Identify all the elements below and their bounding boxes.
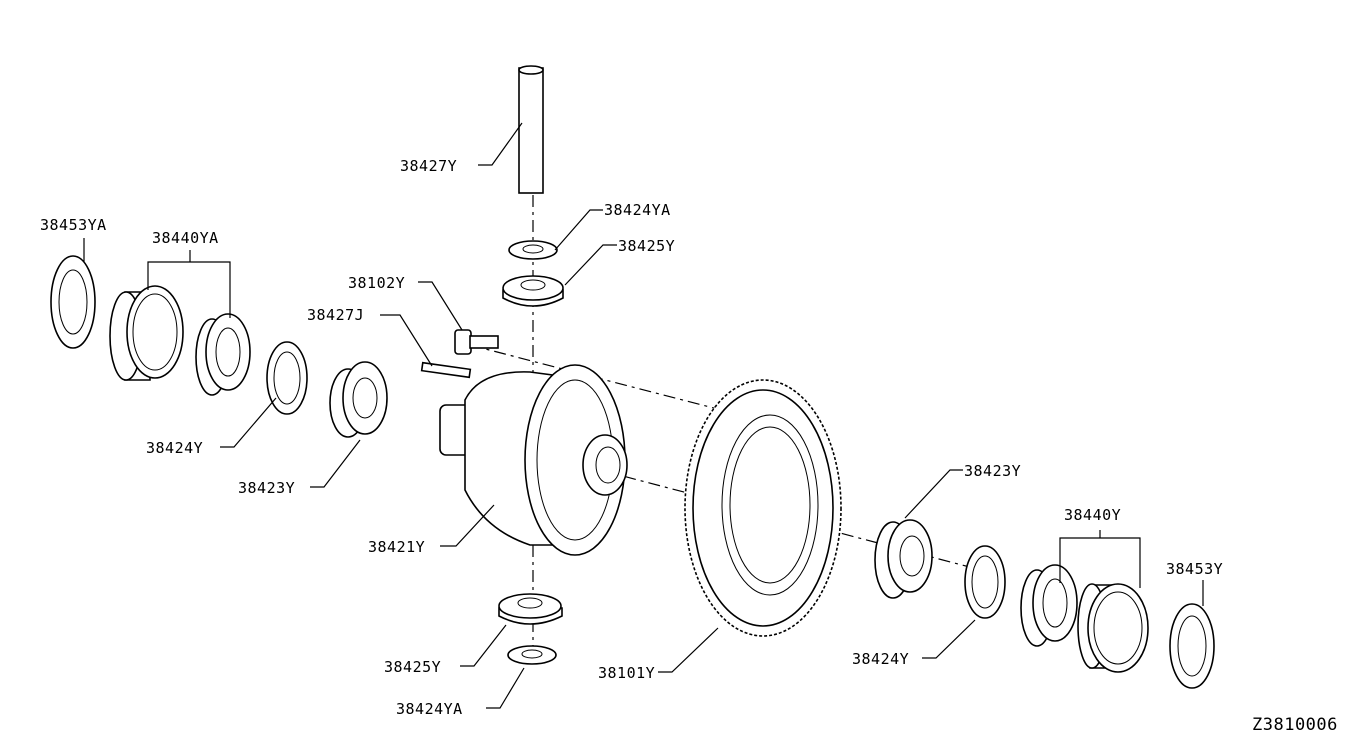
thrust-washer-bottom xyxy=(507,645,557,665)
label-38423Y-left: 38423Y xyxy=(238,479,295,497)
label-38424YA-bottom: 38424YA xyxy=(396,700,463,718)
label-38424Y-left: 38424Y xyxy=(146,439,203,457)
label-38425Y-bottom: 38425Y xyxy=(384,658,441,676)
label-38427Y: 38427Y xyxy=(400,157,457,175)
label-38427J: 38427J xyxy=(307,306,364,324)
label-38423Y-right: 38423Y xyxy=(964,462,1021,480)
bearing-race-left xyxy=(109,285,184,381)
thrust-washer-top xyxy=(508,240,558,260)
label-38101Y: 38101Y xyxy=(598,664,655,682)
lock-pin-38427J xyxy=(420,361,472,379)
label-38424Y-right: 38424Y xyxy=(852,650,909,668)
pinion-shaft-38427Y xyxy=(518,65,544,194)
label-38453YA: 38453YA xyxy=(40,216,107,234)
pinion-gear-bottom xyxy=(498,593,563,625)
ring-gear xyxy=(684,379,842,637)
label-38440YA: 38440YA xyxy=(152,229,219,247)
pinion-gear-top xyxy=(502,275,564,307)
differential-case xyxy=(439,364,628,556)
label-38421Y: 38421Y xyxy=(368,538,425,556)
label-38102Y: 38102Y xyxy=(348,274,405,292)
label-38453Y: 38453Y xyxy=(1166,560,1223,578)
bearing-race-right xyxy=(1077,583,1149,673)
part-labels: 38427Y 38424YA 38425Y 38102Y 38427J 3845… xyxy=(40,157,1223,718)
leader-lines xyxy=(83,122,1204,709)
bolt-38102Y xyxy=(454,329,499,355)
side-gear-left xyxy=(329,361,388,438)
label-38424YA-top: 38424YA xyxy=(604,201,671,219)
label-38440Y: 38440Y xyxy=(1064,506,1121,524)
bearing-cone-left xyxy=(195,313,251,396)
oil-seal-right xyxy=(1169,603,1215,689)
bearing-cone-right xyxy=(1020,564,1078,647)
side-gear-right xyxy=(874,519,933,599)
shim-right xyxy=(964,545,1006,619)
oil-seal-left xyxy=(50,255,96,349)
label-38425Y-top: 38425Y xyxy=(618,237,675,255)
diagram-id: Z3810006 xyxy=(1252,715,1338,735)
shim-left xyxy=(266,341,308,415)
